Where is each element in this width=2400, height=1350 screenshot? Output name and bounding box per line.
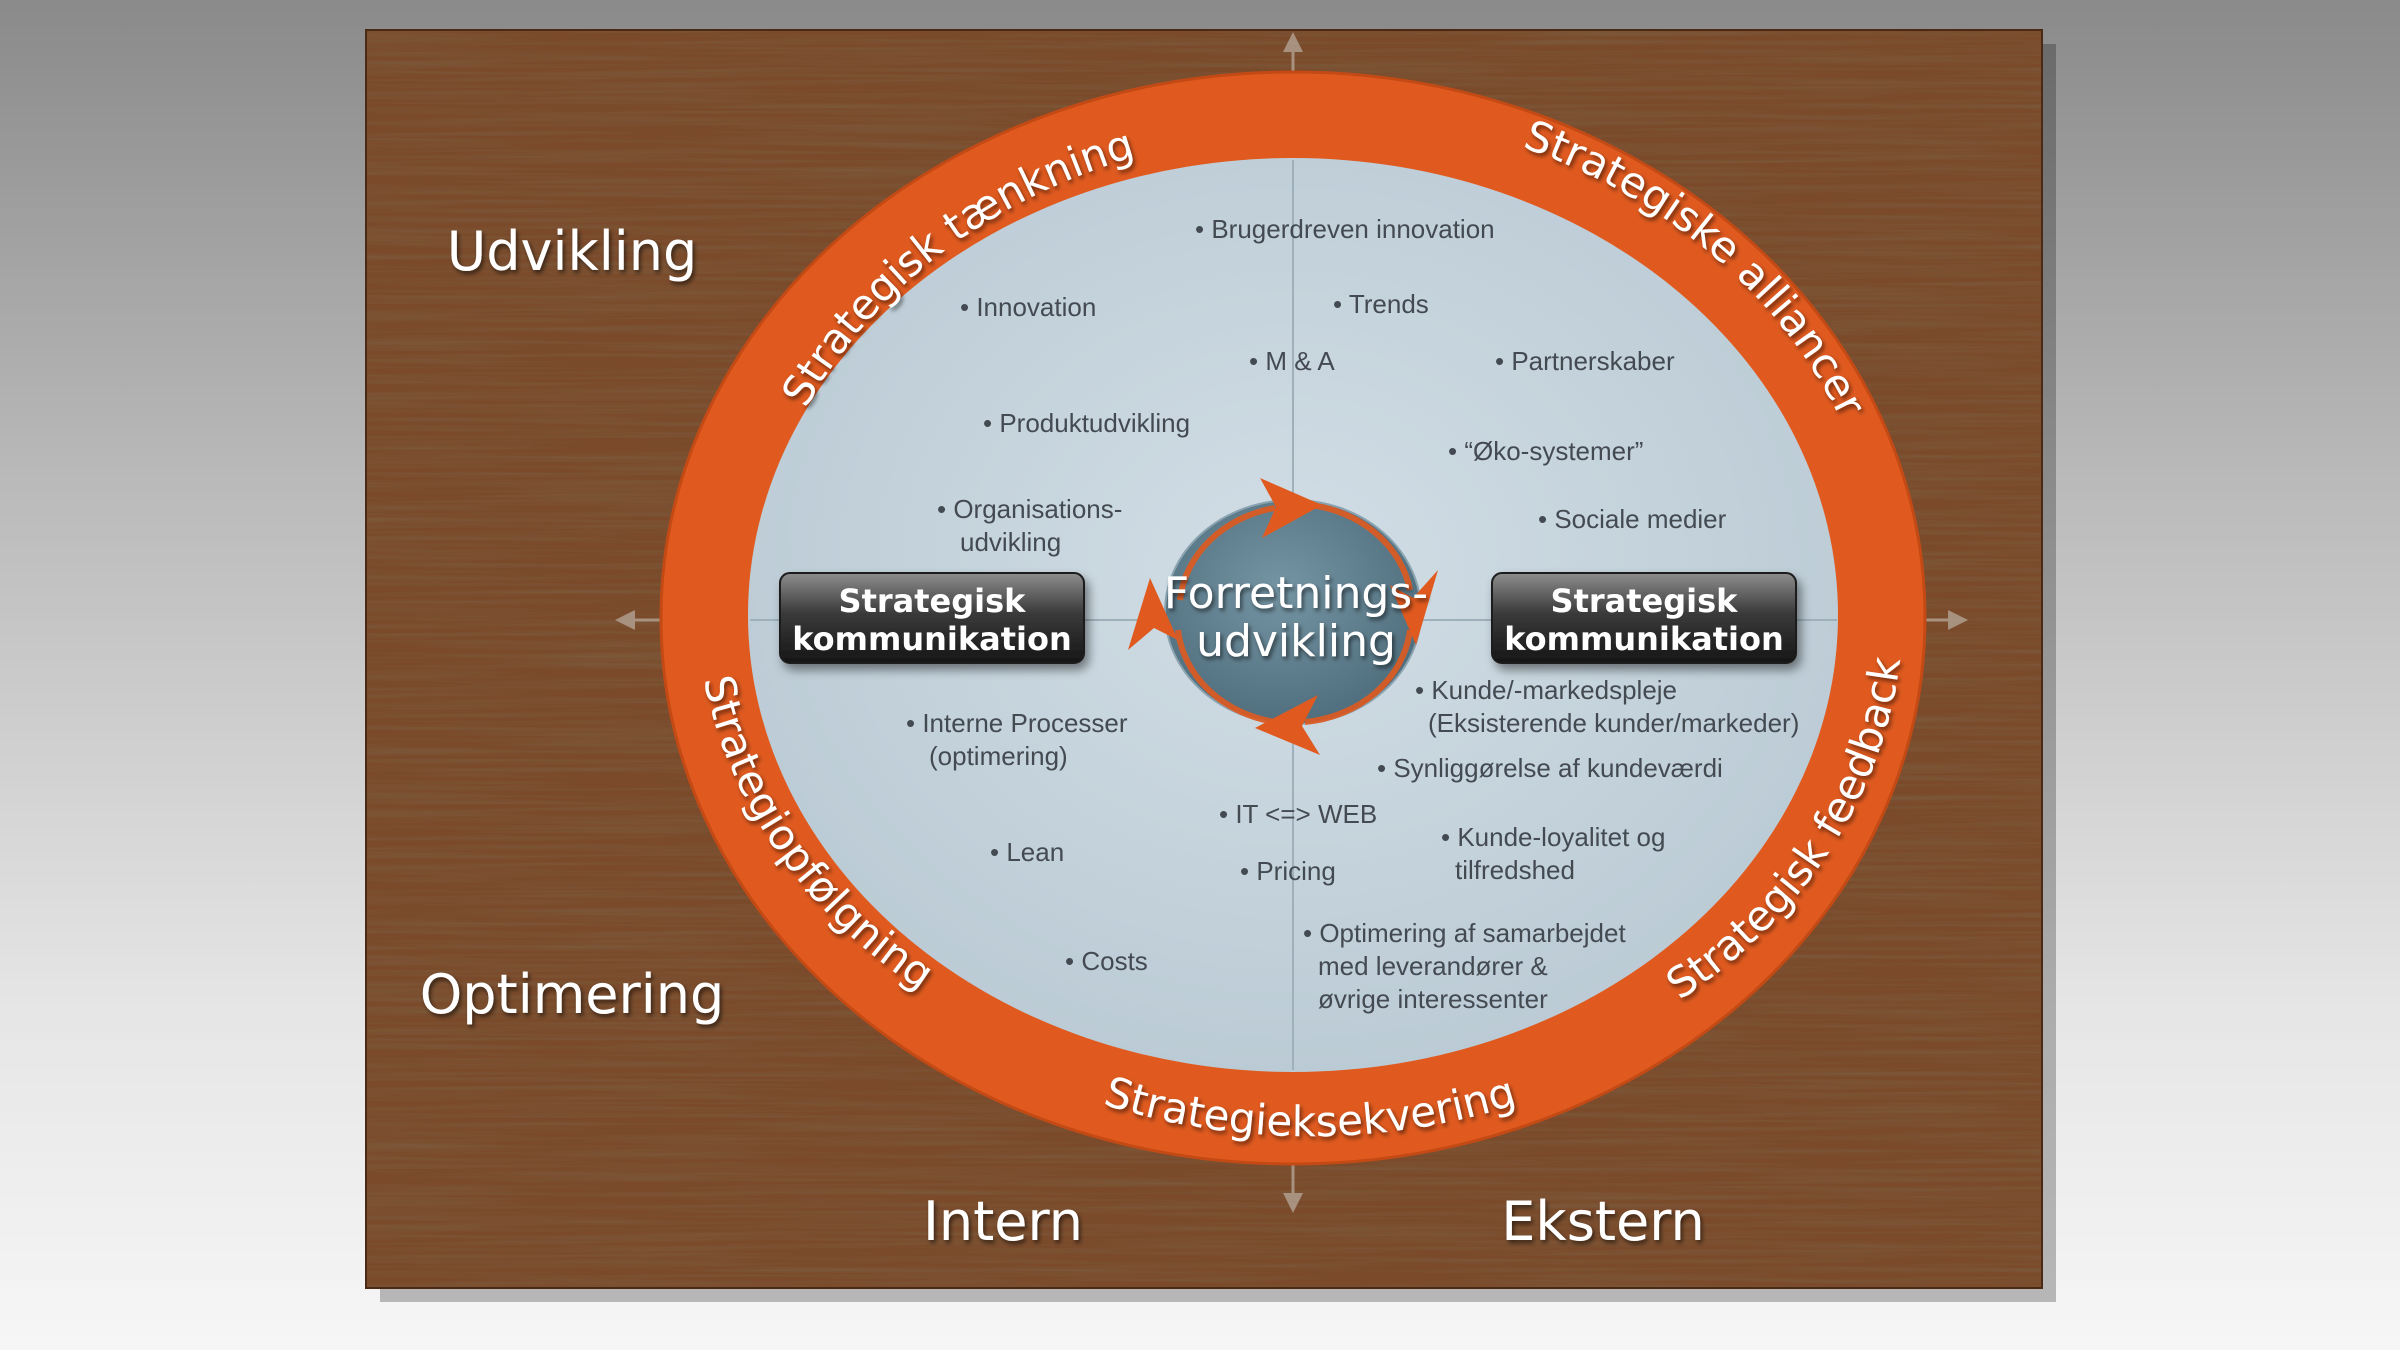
bullet-brugerdreven: • Brugerdreven innovation <box>1195 214 1495 244</box>
left-box-line1: Strategisk <box>839 582 1027 620</box>
cycle-arrow-bottom-icon <box>1255 695 1320 755</box>
cycle-arrow-right-icon <box>1390 570 1438 645</box>
bullet-kunde-loyalitet: • Kunde-loyalitet og <box>1441 822 1665 852</box>
cycle-arrow-top-icon <box>1260 478 1322 538</box>
axis-arrow-left-icon <box>615 610 635 630</box>
bullet-interne-processer: • Interne Processer <box>906 708 1128 738</box>
axis-arrow-down-icon <box>1283 1193 1303 1213</box>
bullet-costs: • Costs <box>1065 946 1148 976</box>
strategisk-kommunikation-left: Strategisk kommunikation <box>779 572 1085 664</box>
bullet-partnerskaber: • Partnerskaber <box>1495 346 1675 376</box>
bullet-kunde-markedspleje: • Kunde/-markedspleje <box>1415 675 1677 705</box>
bullet-kunde-markedspleje-cont: (Eksisterende kunder/markeder) <box>1428 708 1799 738</box>
bullet-produktudvikling: • Produktudvikling <box>983 408 1190 438</box>
quadrant-label-udvikling: Udvikling <box>447 220 698 283</box>
bullet-optimering-samarbejdet-cont2: øvrige interessenter <box>1318 984 1548 1014</box>
axis-label-ekstern: Ekstern <box>1501 1190 1704 1253</box>
axis-arrow-right-icon <box>1948 610 1968 630</box>
bullet-organisationsudvikling-cont: udvikling <box>960 527 1061 557</box>
strategisk-kommunikation-right: Strategisk kommunikation <box>1491 572 1797 664</box>
bullet-trends: • Trends <box>1333 289 1429 319</box>
right-box-line2: kommunikation <box>1504 620 1784 658</box>
bullet-ma: • M & A <box>1249 346 1335 376</box>
cycle-arrows <box>1175 502 1413 725</box>
bullet-sociale-medier: • Sociale medier <box>1538 504 1727 534</box>
right-box-line1: Strategisk <box>1551 582 1739 620</box>
bullet-organisationsudvikling: • Organisations- <box>937 494 1122 524</box>
left-box-line2: kommunikation <box>792 620 1072 658</box>
bullet-kunde-loyalitet-cont: tilfredshed <box>1455 855 1575 885</box>
axis-arrow-up-icon <box>1283 32 1303 52</box>
bullet-optimering-samarbejdet-cont: med leverandører & <box>1318 951 1548 981</box>
bullet-list: • Brugerdreven innovation • Innovation •… <box>906 214 1799 1014</box>
cycle-arrow-left-icon <box>1128 578 1178 650</box>
bullet-pricing: • Pricing <box>1240 856 1336 886</box>
bullet-interne-processer-cont: (optimering) <box>929 741 1068 771</box>
bullet-it-web: • IT <=> WEB <box>1219 799 1377 829</box>
bullet-optimering-samarbejdet: • Optimering af samarbejdet <box>1303 918 1626 948</box>
bullet-synliggoerelse: • Synliggørelse af kundeværdi <box>1377 753 1723 783</box>
center-title-line2: udvikling <box>1196 616 1396 667</box>
center-title-line1: Forretnings- <box>1164 568 1428 619</box>
axis-label-intern: Intern <box>923 1190 1083 1253</box>
bullet-innovation: • Innovation <box>960 292 1096 322</box>
quadrant-label-optimering: Optimering <box>420 963 725 1026</box>
center-hub: Forretnings- udvikling <box>1128 478 1438 755</box>
bullet-lean: • Lean <box>990 837 1064 867</box>
bullet-oko-systemer: • “Øko-systemer” <box>1448 436 1643 466</box>
